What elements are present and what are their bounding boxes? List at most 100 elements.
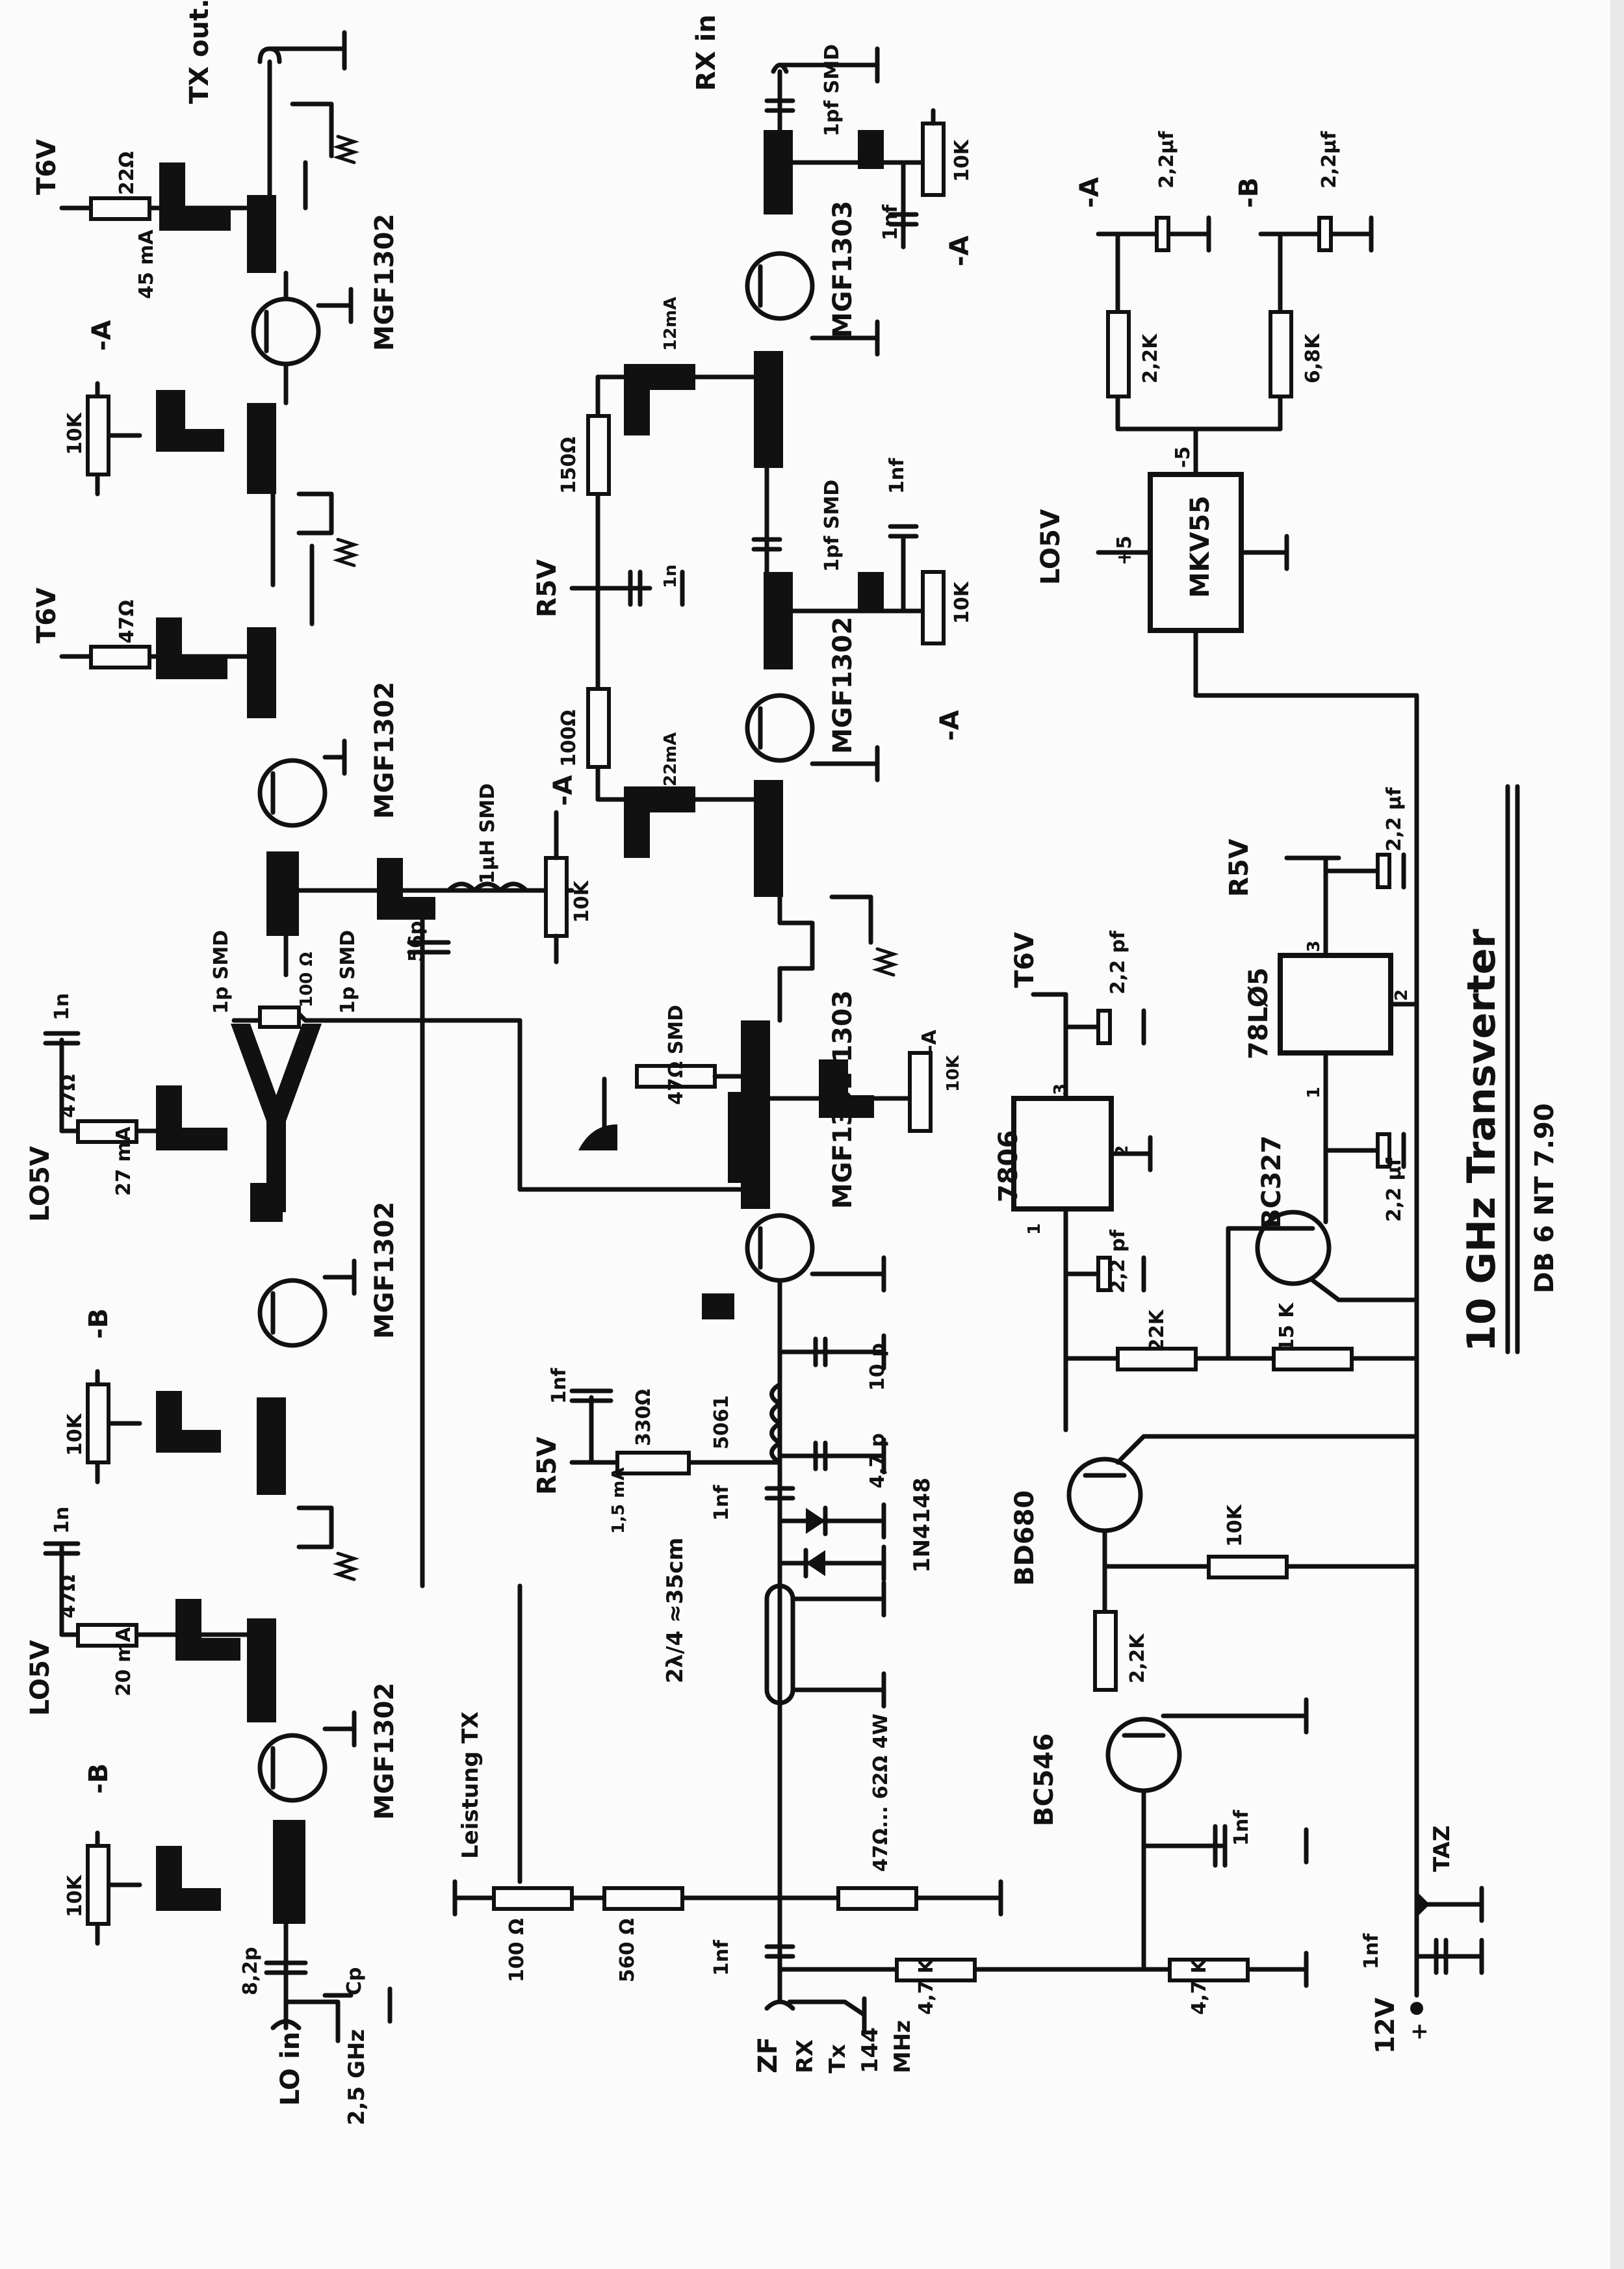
fet-mgf1302-2 — [257, 758, 328, 828]
potentiometer-10k — [86, 395, 110, 476]
label-1nf-rx-2: 1nf — [886, 458, 909, 494]
label-pin3-78l05: 3 — [1304, 940, 1324, 952]
label-mgf1302-4: MGF1302 — [370, 1683, 400, 1820]
label-10k-c: 10K — [64, 1874, 86, 1917]
fet-mgf1302-4 — [257, 1733, 328, 1803]
electrolytic-cap — [1155, 216, 1170, 252]
microstrip-stub — [156, 1391, 221, 1453]
transistor-bd680 — [1066, 1457, 1143, 1533]
label-neg-a: -A — [87, 320, 117, 351]
lo-in-connector — [270, 2019, 302, 2030]
label-i45: 45 mA — [135, 229, 158, 299]
coax-line — [764, 1583, 795, 1705]
label-r5v-reg: R5V — [1224, 838, 1254, 897]
microstrip-stub — [624, 786, 695, 858]
label-2p2-b: 2,2 pf — [1107, 1229, 1129, 1293]
microstrip-line — [257, 1397, 286, 1495]
wire — [829, 894, 873, 945]
label-i12: 12mA — [661, 297, 680, 351]
label-1p-smd-b: 1p SMD — [337, 930, 359, 1014]
microstrip-line — [250, 1183, 283, 1222]
coupler — [296, 491, 334, 536]
resistor-22k — [1116, 1347, 1198, 1371]
microstrip-stub — [858, 572, 884, 611]
label-2k2-bd: 2,2K — [1126, 1633, 1149, 1683]
microstrip-line — [266, 851, 299, 936]
label-lo5v: LO5V — [25, 1146, 55, 1222]
microstrip-stub — [156, 1846, 221, 1911]
label-t6v-2: T6V — [32, 588, 62, 643]
electrolytic-cap — [1096, 1009, 1112, 1045]
label-22k: 22K — [1146, 1308, 1168, 1352]
negative-supply — [1096, 215, 1419, 698]
wire — [787, 1999, 867, 2017]
resistor-2k2 — [1093, 1610, 1118, 1692]
label-78l05: 78LØ5 — [1244, 967, 1274, 1059]
label-10k-b: 10K — [64, 1412, 86, 1456]
label-1pf-smd: 1pf SMD — [821, 44, 844, 136]
coil-5061 — [769, 1382, 782, 1465]
label-mgf1303: MGF1303 — [828, 201, 858, 338]
inductor-1uh — [446, 881, 529, 893]
wilkinson-splitter — [231, 1024, 322, 1212]
potentiometer-100ohm — [492, 1886, 574, 1911]
wire — [290, 101, 334, 159]
label-mgf1302-1: MGF1302 — [370, 214, 400, 351]
label-i20: 20 mA — [112, 1627, 135, 1696]
label-r150: 150Ω — [558, 437, 580, 494]
resistor-47ohm — [89, 645, 151, 669]
transistor-bc327 — [1255, 1210, 1332, 1286]
microstrip-line — [754, 351, 783, 468]
coupler — [296, 1505, 334, 1549]
label-cp: Cp — [343, 1967, 366, 1996]
electrolytic-cap — [1376, 853, 1391, 889]
label-1nf-port: 1nf — [710, 1939, 733, 1976]
resistor-4k7 — [1168, 1958, 1250, 1982]
diode-1n4148 — [806, 1508, 825, 1534]
label-r330: 330Ω — [632, 1389, 655, 1446]
label-pin1-7806: 1 — [1025, 1223, 1044, 1235]
microstrip-line — [764, 572, 793, 669]
potentiometer-10k — [544, 856, 569, 938]
microstrip-stub — [156, 390, 224, 452]
microstrip-stub — [858, 130, 884, 169]
label-neg-a-rx-2: -A — [935, 710, 965, 741]
label-1uh-smd: 1µH SMD — [476, 783, 499, 884]
label-r5v-if: R5V — [532, 1436, 562, 1495]
resistor-47ohm — [76, 1623, 138, 1648]
label-1n4148: 1N4148 — [909, 1477, 935, 1573]
resistor-symbol — [332, 135, 360, 164]
microstrip-stub — [159, 162, 231, 231]
label-zf: ZF — [753, 2037, 783, 2073]
label-coil-5061: 5061 — [710, 1395, 733, 1450]
label-mkv55: MKV55 — [1185, 496, 1215, 598]
label-plus5: +5 — [1113, 536, 1136, 565]
electrolytic-cap — [1096, 1256, 1112, 1292]
resistor-10k — [1207, 1555, 1289, 1579]
rx-chain — [569, 46, 946, 1023]
label-4p7: 4,7 p — [866, 1433, 889, 1488]
if-connector — [764, 1999, 795, 2011]
label-2u2-b: 2,2µf — [1318, 131, 1341, 188]
electrolytic-cap — [1317, 216, 1333, 252]
microstrip-line — [273, 1820, 305, 1924]
transistor-bc546 — [1105, 1717, 1182, 1793]
diode-1n4148 — [806, 1550, 825, 1576]
label-r47-lo: 47Ω — [57, 1074, 80, 1118]
tx-chain — [43, 30, 393, 2043]
resistor-symbol — [871, 947, 899, 977]
label-mgf1302-1303: MGF1302 1303 — [828, 990, 858, 1209]
potentiometer-10k — [86, 1844, 110, 1926]
label-1nf-bc546: 1nf — [1230, 1809, 1253, 1846]
label-1n: 1n — [51, 993, 73, 1020]
label-neg-b: -B — [84, 1308, 114, 1339]
taz-diode — [1417, 1891, 1430, 1917]
microstrip-line — [728, 1092, 751, 1183]
label-4k7-bc546: 4,7 K — [1188, 1957, 1211, 2015]
resistor-symbol — [332, 1551, 360, 1581]
label-i27: 27 mA — [112, 1126, 135, 1196]
label-pin3-7806: 3 — [1051, 1083, 1070, 1095]
resistor-symbol — [332, 538, 360, 567]
rf-ground-pad — [578, 1124, 617, 1150]
label-56p: 56p — [405, 921, 428, 962]
